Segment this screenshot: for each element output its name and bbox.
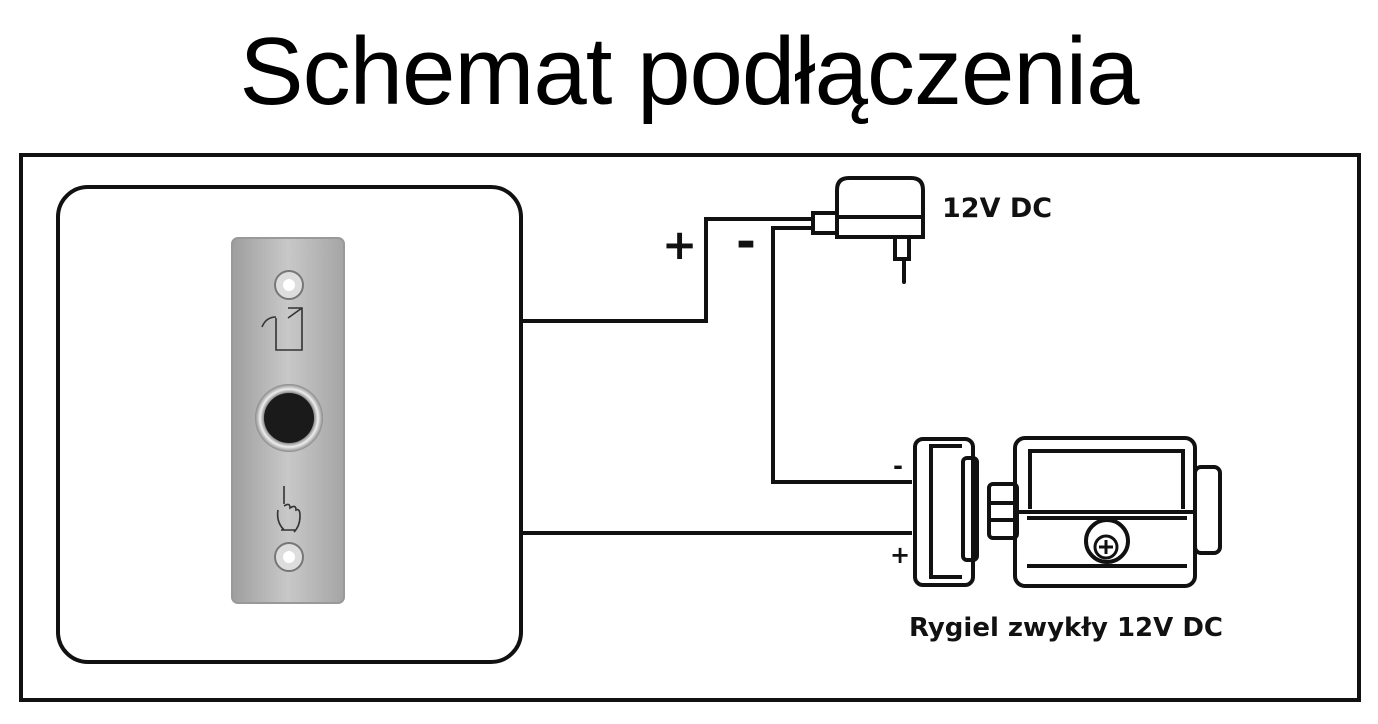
push-button [264, 393, 314, 443]
minus-sign: - [736, 214, 756, 270]
door-open-icon [261, 307, 303, 351]
exit-button [231, 237, 345, 604]
lock-minus-label: - [893, 452, 903, 480]
lock-screw [1084, 518, 1130, 564]
exit-button-panel [56, 185, 523, 664]
hand-press-icon [276, 486, 301, 533]
lock-name-label: Rygiel zwykły 12V DC [909, 613, 1223, 643]
wire-negative [771, 226, 912, 484]
diagram-frame [19, 153, 1361, 702]
electric-lock [913, 436, 1222, 588]
lock-plus-label: + [890, 541, 910, 569]
power-supply-label: 12V DC [942, 193, 1052, 224]
plus-sign: + [662, 220, 697, 269]
wire-positive [521, 217, 812, 323]
power-adapter [811, 176, 925, 284]
page-title: Schemat podłączenia [239, 18, 1140, 125]
